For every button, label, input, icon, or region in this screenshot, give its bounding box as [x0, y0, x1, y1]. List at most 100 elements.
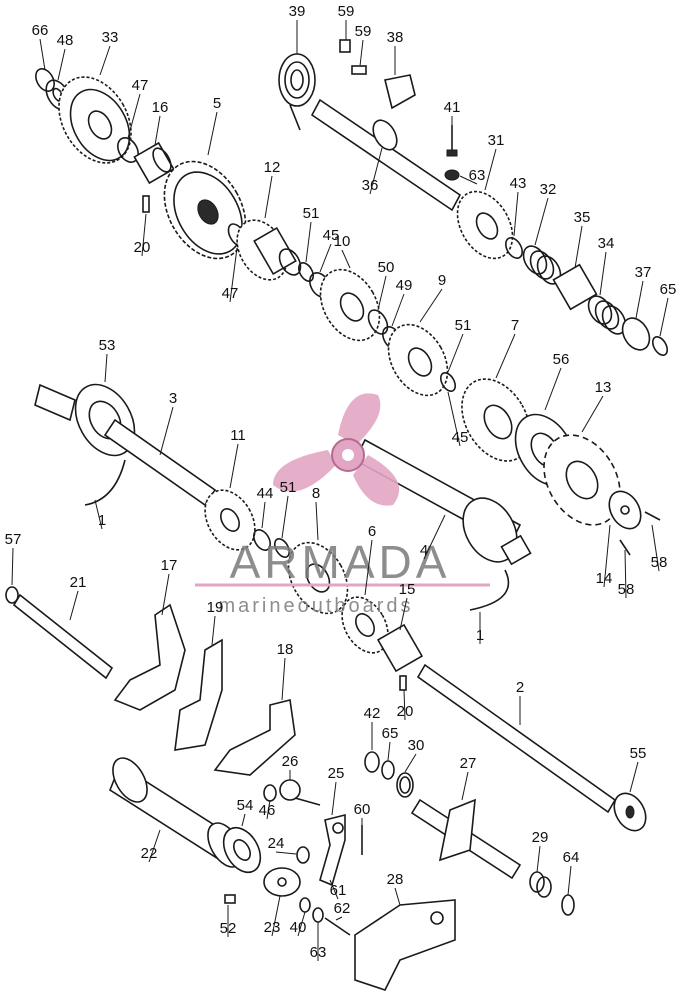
- fork-17: [113, 603, 186, 711]
- washer-47-top: [117, 137, 139, 163]
- callout-label-32: 32: [540, 181, 557, 198]
- leader-line-13: [581, 395, 604, 433]
- callout-label-45: 45: [323, 227, 340, 244]
- collar-35: [552, 263, 598, 311]
- bolt-58-right: [644, 511, 661, 521]
- leader-line-16: [154, 115, 161, 146]
- callout-label-55: 55: [630, 745, 647, 762]
- ring-51-low: [273, 538, 291, 558]
- leader-line-7: [495, 333, 516, 379]
- shift-spindle-27: [410, 798, 522, 880]
- callout-label-44: 44: [257, 485, 274, 502]
- leader-line-24: [275, 851, 297, 855]
- plate-28: [354, 899, 456, 991]
- leader-line-57: [11, 547, 14, 586]
- callout-label-47: 47: [132, 77, 149, 94]
- circlip-65-top: [651, 336, 669, 356]
- callout-label-52: 52: [220, 920, 237, 937]
- leader-line-31: [484, 148, 497, 191]
- gear-33: [58, 76, 132, 164]
- bushing-16: [133, 141, 175, 185]
- callout-label-12: 12: [264, 159, 281, 176]
- leader-line-8: [315, 501, 319, 541]
- leader-line-15: [399, 597, 408, 631]
- bushing-50: [367, 309, 389, 335]
- ring-51-upper: [297, 262, 315, 282]
- gear-31: [456, 190, 514, 260]
- circlip-64: [561, 894, 575, 916]
- leader-line-25: [331, 781, 337, 816]
- bearing-55: [613, 792, 647, 832]
- callout-label-23: 23: [264, 919, 281, 936]
- sprocket-13: [543, 434, 621, 526]
- callout-label-20: 20: [397, 703, 414, 720]
- callout-label-13: 13: [595, 379, 612, 396]
- leader-line-21: [69, 590, 79, 621]
- callout-label-63: 63: [469, 167, 486, 184]
- leader-lines: [11, 20, 669, 961]
- callout-label-31: 31: [488, 132, 505, 149]
- callout-label-16: 16: [152, 99, 169, 116]
- callout-label-17: 17: [161, 557, 178, 574]
- gear-5: [163, 160, 247, 260]
- leader-line-62: [335, 916, 343, 921]
- leader-line-50: [377, 275, 387, 311]
- shaft-3: [103, 418, 217, 507]
- callout-label-56: 56: [553, 351, 570, 368]
- callout-label-34: 34: [598, 235, 615, 252]
- leader-line-46: [266, 799, 271, 820]
- callout-label-43: 43: [510, 175, 527, 192]
- washer-40: [299, 897, 311, 913]
- leader-line-35: [574, 225, 583, 269]
- callout-label-19: 19: [207, 599, 224, 616]
- leader-line-40: [297, 911, 306, 937]
- lever-38: [384, 74, 416, 110]
- callout-label-15: 15: [399, 581, 416, 598]
- bushing-15: [376, 623, 424, 673]
- leader-line-66: [39, 38, 46, 71]
- callout-label-46: 46: [259, 802, 276, 819]
- leader-line-45: [447, 391, 461, 447]
- bolt-58-lower: [619, 539, 631, 556]
- callout-label-39: 39: [289, 3, 306, 20]
- circlip-1-right: [469, 569, 510, 611]
- washer-63-top: [444, 169, 460, 181]
- leader-line-33: [99, 45, 111, 76]
- callout-label-64: 64: [563, 849, 580, 866]
- callout-label-9: 9: [438, 272, 446, 289]
- callout-label-20: 20: [134, 239, 151, 256]
- callout-label-50: 50: [378, 259, 395, 276]
- callout-label-8: 8: [312, 485, 320, 502]
- gear-9: [387, 323, 449, 397]
- callout-label-3: 3: [169, 390, 177, 407]
- washer-44: [253, 529, 271, 551]
- circlip-1-left: [84, 459, 126, 506]
- leader-line-65: [387, 741, 391, 761]
- lever-25: [319, 813, 346, 887]
- stopper-24: [296, 846, 310, 864]
- leader-line-56: [544, 367, 562, 411]
- leader-line-51: [281, 495, 289, 539]
- bearing-54: [222, 826, 262, 874]
- bolt-62: [324, 917, 351, 936]
- callout-label-60: 60: [354, 801, 371, 818]
- leader-line-59: [359, 39, 364, 67]
- leader-line-6: [364, 539, 373, 596]
- callout-label-47: 47: [222, 285, 239, 302]
- callout-label-62: 62: [334, 900, 351, 917]
- fork-shaft-2: [416, 663, 617, 814]
- callout-label-29: 29: [532, 829, 549, 846]
- callout-label-18: 18: [277, 641, 294, 658]
- leader-line-22: [148, 829, 161, 863]
- callout-label-49: 49: [396, 277, 413, 294]
- leader-line-43: [513, 191, 519, 237]
- armada-logo: ARMADA marineoutboards: [195, 393, 490, 617]
- spring-30: [396, 772, 414, 798]
- callout-label-27: 27: [460, 755, 477, 772]
- leader-line-49: [391, 293, 405, 327]
- callout-label-10: 10: [334, 233, 351, 250]
- callout-label-1: 1: [98, 512, 106, 529]
- callout-label-42: 42: [364, 705, 381, 722]
